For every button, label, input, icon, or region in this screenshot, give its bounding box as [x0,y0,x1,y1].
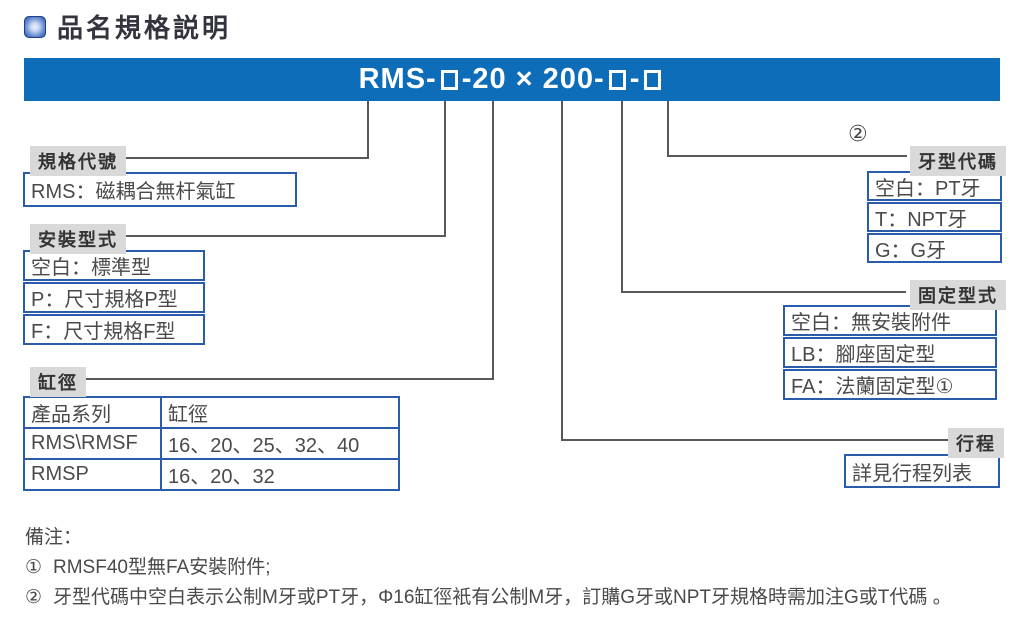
connector-stroke-vline [561,101,563,441]
label-thread-code: 牙型代碼 [910,146,1006,176]
bore-table-row: RMS\RMSF 16、20、25、32、40 [25,427,398,458]
stroke-value: 詳見行程列表 [844,454,1000,488]
connector-stroke-hline [561,439,951,441]
fixing-option: 空白：無安裝附件 [783,305,997,336]
fixing-option: FA：法蘭固定型① [783,369,997,400]
blue-square-bullet-icon [24,15,46,38]
mounting-option: 空白：標準型 [23,250,205,281]
connector-thread-hline [667,155,907,157]
note-text: RMSF40型無FA安裝附件; [53,557,271,578]
fixing-option: LB：腳座固定型 [783,337,997,368]
ref-mark-2: ② [848,121,868,146]
spec-code-box: RMS：磁耦合無杆氣缸 [23,172,297,207]
mounting-option: P：尺寸規格P型 [23,282,205,313]
note-item: ① RMSF40型無FA安裝附件; [25,553,995,583]
model-code-banner: RMS- -20 × 200- - [24,58,1000,101]
thread-option: T：NPT牙 [867,202,1002,232]
bore-table-row: RMSP 16、20、32 [25,458,398,489]
bore-table-cell: RMS\RMSF [25,429,162,458]
connector-bore-hline [70,378,494,380]
connector-fixing-hline [621,291,906,293]
notes-block: 備注： ① RMSF40型無FA安裝附件; ② 牙型代碼中空白表示公制M牙或PT… [25,523,995,613]
bore-table-header: 缸徑 [168,404,208,426]
model-code-part2: -20 × 200- [461,63,605,95]
mounting-options-box: 空白：標準型 P：尺寸規格P型 F：尺寸規格F型 [23,250,205,345]
label-mounting-type: 安裝型式 [30,224,126,254]
note-text: 牙型代碼中空白表示公制M牙或PT牙，Φ16缸徑衹有公制M牙，訂購G牙或NPT牙規… [53,587,952,608]
model-code-part1: RMS- [358,63,437,95]
bore-table-cell: RMSP [25,460,162,489]
bore-table: 產品系列 缸徑 RMS\RMSF 16、20、25、32、40 RMSP 16、… [23,396,400,491]
connector-mounting-hline [120,235,446,237]
thread-options-box: 空白：PT牙 T：NPT牙 G：G牙 [867,171,1002,263]
spec-code-value: RMS：磁耦合無杆氣缸 [23,172,297,207]
note-item: ② 牙型代碼中空白表示公制M牙或PT牙，Φ16缸徑衹有公制M牙，訂購G牙或NPT… [25,583,995,613]
section-title-row: 品名規格説明 [24,8,231,45]
connector-mounting-vline [444,101,446,237]
label-bore: 缸徑 [30,367,86,397]
connector-bore-vline [492,101,494,380]
model-code-part3: - [629,63,641,95]
fixing-options-box: 空白：無安裝附件 LB：腳座固定型 FA：法蘭固定型① [783,305,997,400]
connector-spec-vline [367,101,369,159]
bore-table-cell: 16、20、25、32、40 [168,435,360,457]
page-title: 品名規格説明 [57,13,232,43]
note-marker: ① [25,557,43,578]
connector-spec-hline [120,157,369,159]
bore-table-header-row: 產品系列 缸徑 [25,398,398,427]
bore-table-cell: 16、20、32 [168,466,275,488]
mounting-option: F：尺寸規格F型 [23,314,205,345]
label-fixing-type: 固定型式 [910,280,1006,310]
blank-box-icon [440,69,458,90]
bore-table-header: 產品系列 [25,398,162,427]
notes-heading: 備注： [25,527,83,548]
label-stroke: 行程 [948,428,1004,458]
note-marker: ② [25,587,43,608]
connector-thread-vline [667,101,669,157]
blank-box-icon [644,69,662,90]
thread-option: G：G牙 [867,233,1002,263]
stroke-box: 詳見行程列表 [844,454,1000,488]
connector-fixing-vline [621,101,623,293]
blank-box-icon [608,69,626,90]
label-spec-code: 規格代號 [30,146,126,176]
